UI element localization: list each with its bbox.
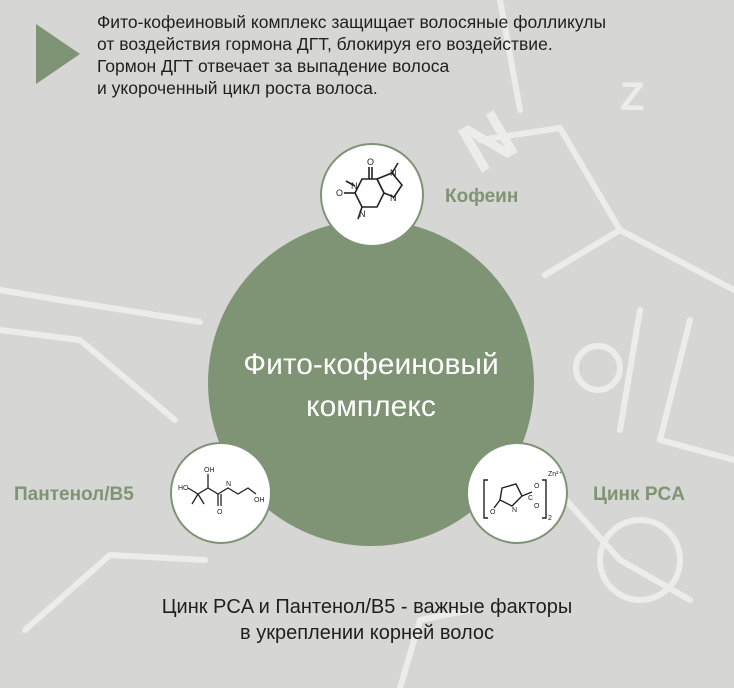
- zinc-subscript: 2: [548, 515, 552, 522]
- zinc-n: N: [512, 507, 517, 514]
- footer-line: Цинк PCA и Пантенол/B5 - важные факторы: [161, 596, 573, 618]
- label-caffeine: Кофеин: [445, 186, 519, 207]
- zinc-o1: O: [490, 509, 496, 516]
- svg-text:Z: Z: [620, 75, 644, 119]
- caffeine-n7: N: [390, 168, 397, 178]
- label-panthenol: Пантенол/B5: [14, 484, 134, 505]
- footer-line: в укреплении корней волос: [240, 622, 494, 644]
- intro-line: Фито-кофеиновый комплекс защищает волося…: [97, 12, 607, 32]
- panthenol-oh-end: OH: [254, 497, 265, 504]
- intro-arrow-icon: [36, 24, 80, 84]
- zinc-o2: O: [534, 483, 540, 490]
- zinc-pca-molecule-icon: Zn²⁺ 2 N C O O O: [466, 442, 568, 544]
- caffeine-molecule-icon: O O N N N N: [320, 143, 424, 247]
- panthenol-oh: OH: [204, 467, 215, 474]
- intro-line: от воздействия гормона ДГТ, блокируя его…: [97, 34, 553, 54]
- footer-text: Цинк PCA и Пантенол/B5 - важные факторы …: [0, 594, 734, 646]
- caffeine-n3: N: [359, 209, 366, 219]
- panthenol-o: O: [217, 509, 223, 516]
- caffeine-o-left: O: [336, 188, 343, 198]
- center-title-line: комплекс: [306, 390, 436, 423]
- center-title-line: Фито-кофеиновый: [243, 348, 499, 381]
- caffeine-n9: N: [390, 193, 397, 203]
- label-zinc-pca: Цинк PCA: [593, 484, 685, 505]
- caffeine-n1: N: [351, 181, 358, 191]
- zinc-ion: Zn²⁺: [548, 471, 563, 478]
- intro-line: и укороченный цикл роста волоса.: [97, 78, 378, 98]
- zinc-c: C: [528, 495, 533, 502]
- panthenol-ho: HO: [178, 485, 189, 492]
- caffeine-o-top: O: [367, 157, 374, 167]
- zinc-o3: O: [534, 503, 540, 510]
- panthenol-molecule-icon: HO OH N O OH: [170, 442, 272, 544]
- intro-text: Фито-кофеиновый комплекс защищает волося…: [97, 11, 697, 99]
- panthenol-n: N: [226, 481, 231, 488]
- center-title: Фито-кофеиновый комплекс: [208, 344, 534, 428]
- intro-line: Гормон ДГТ отвечает за выпадение волоса: [97, 56, 450, 76]
